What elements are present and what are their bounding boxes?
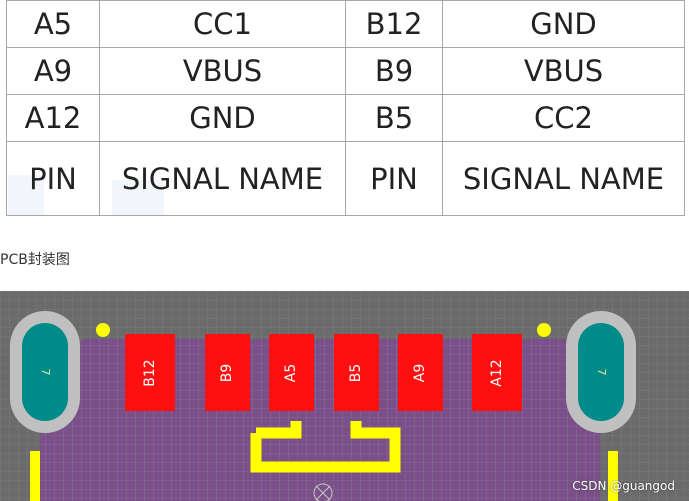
- table-cell: CC1: [99, 0, 346, 48]
- table-cell: B12: [345, 0, 443, 48]
- pad-label: A9: [412, 364, 428, 382]
- silkscreen-dot-left: [96, 323, 110, 337]
- header-cell-signal-name: SIGNAL NAME: [99, 141, 346, 216]
- table-cell: GND: [442, 0, 685, 48]
- table-cell: A9: [6, 47, 100, 95]
- mount-hole-label: 7: [595, 369, 608, 376]
- smd-pad: B9: [205, 334, 250, 411]
- pcb-caption: PCB封装图: [0, 252, 70, 268]
- pad-label: B12: [142, 359, 158, 386]
- table-cell: VBUS: [99, 47, 346, 95]
- table-row: A9 VBUS B9 VBUS: [6, 47, 685, 95]
- smd-pad: B12: [125, 334, 175, 411]
- pin-table: A5 CC1 B12 GND A9 VBUS B9 VBUS A12 GND B…: [6, 0, 685, 216]
- table-cell: GND: [99, 94, 346, 142]
- table-cell: B9: [345, 47, 443, 95]
- silkscreen-outline: [256, 421, 302, 439]
- pad-label: B5: [348, 364, 364, 383]
- origin-marker-icon: [313, 483, 333, 501]
- smd-pad: A12: [472, 334, 522, 411]
- mount-hole-left: 7: [10, 311, 80, 433]
- smd-pad: A5: [269, 334, 314, 411]
- silkscreen-dot-right: [537, 323, 551, 337]
- table-cell: CC2: [442, 94, 685, 142]
- table-header-row: PIN SIGNAL NAME PIN SIGNAL NAME: [6, 141, 685, 216]
- pad-label: B9: [219, 364, 235, 383]
- table-cell: B5: [345, 94, 443, 142]
- table-row: A5 CC1 B12 GND: [6, 0, 685, 48]
- mount-hole-label: 7: [39, 369, 52, 376]
- table-cell: VBUS: [442, 47, 685, 95]
- smd-pad: B5: [334, 334, 379, 411]
- table-cell: A12: [6, 94, 100, 142]
- header-cell-pin: PIN: [6, 141, 100, 216]
- table-row: A12 GND B5 CC2: [6, 94, 685, 142]
- header-cell-signal-name: SIGNAL NAME: [442, 141, 685, 216]
- header-cell-pin: PIN: [345, 141, 443, 216]
- credit-watermark: CSDN @guangod: [572, 479, 675, 493]
- pcb-footprint-view: 7 7 B12 B9 A5 B5 A9: [0, 291, 689, 501]
- table-cell: A5: [6, 0, 100, 48]
- smd-pad: A9: [398, 334, 443, 411]
- mount-hole-right: 7: [566, 311, 636, 433]
- silkscreen-outline: [250, 421, 401, 473]
- pad-label: A12: [489, 359, 505, 386]
- pcb-footprint-svg: 7 7 B12 B9 A5 B5 A9: [0, 291, 689, 501]
- pad-label: A5: [283, 364, 299, 382]
